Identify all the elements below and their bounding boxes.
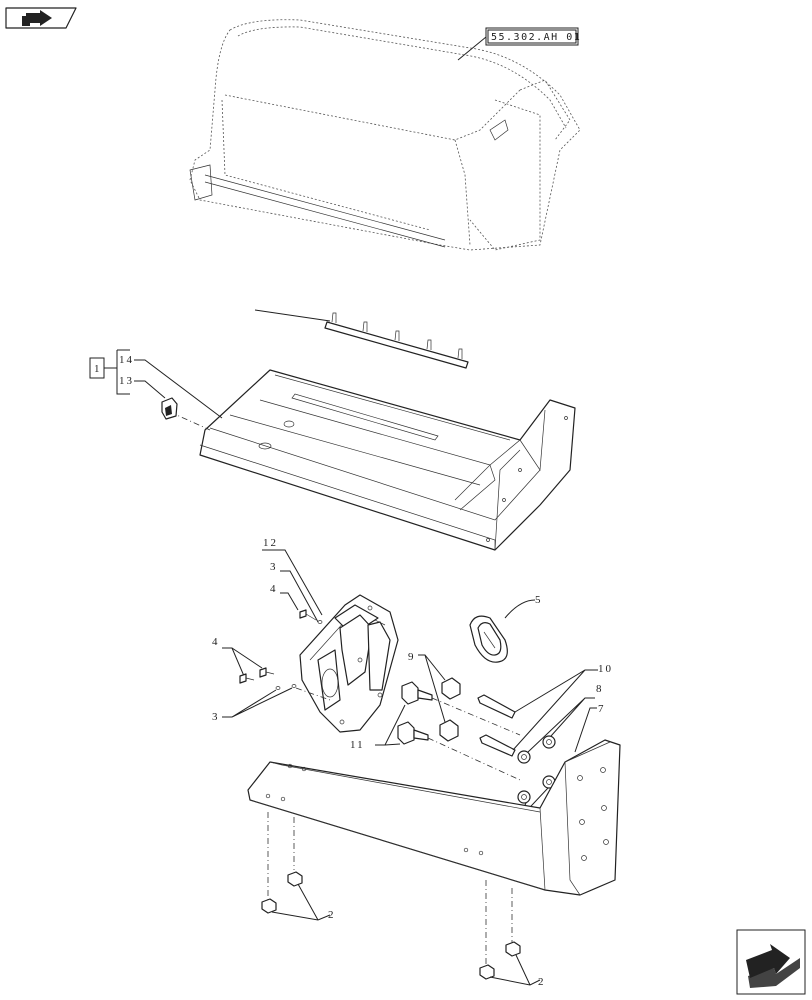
callout-4a: 4 bbox=[270, 583, 278, 595]
reference-label: 55.302.AH 01 bbox=[491, 32, 581, 43]
part-6-strip bbox=[254, 309, 469, 369]
callout-3b: 3 bbox=[212, 711, 220, 723]
callout-11: 11 bbox=[350, 739, 365, 751]
part-10-pins: 10 bbox=[477, 663, 613, 757]
part-7-l-bracket: 7 bbox=[247, 703, 621, 896]
left-screws: 4 3 bbox=[212, 636, 331, 723]
part-2-nuts: 2 2 bbox=[261, 812, 546, 988]
part-8-washers: 8 8 bbox=[500, 683, 604, 825]
callout-3a: 3 bbox=[270, 561, 278, 573]
part-12-bracket bbox=[299, 594, 399, 733]
callout-9: 9 bbox=[408, 651, 416, 663]
callout-12: 12 bbox=[263, 537, 278, 549]
callout-2a: 2 bbox=[328, 909, 336, 921]
book-arrow-icon[interactable] bbox=[5, 7, 77, 29]
housing-tray bbox=[199, 369, 576, 551]
kit-label: 1 bbox=[94, 363, 102, 375]
callout-4b: 4 bbox=[212, 636, 220, 648]
part-9-nuts: 9 bbox=[408, 651, 461, 742]
part-13-clip bbox=[161, 397, 178, 420]
callout-13: 13 bbox=[119, 375, 134, 387]
callout-10: 10 bbox=[598, 663, 613, 675]
callout-7: 7 bbox=[598, 703, 606, 715]
next-page-arrow-icon[interactable] bbox=[736, 929, 806, 995]
part-11-bolts: 11 bbox=[350, 681, 521, 781]
callout-14: 14 bbox=[119, 354, 134, 366]
cab-roof bbox=[189, 19, 581, 251]
callout-2b: 2 bbox=[538, 976, 546, 988]
callout-8a: 8 bbox=[596, 683, 604, 695]
part-5-grommet: 5 bbox=[469, 594, 543, 663]
reference-box[interactable]: 55.302.AH 01 bbox=[457, 27, 581, 61]
leader-lines-12-3-4: 12 3 4 bbox=[262, 537, 323, 624]
callout-5: 5 bbox=[535, 594, 543, 606]
kit-box[interactable]: 1 14 13 bbox=[89, 349, 223, 431]
